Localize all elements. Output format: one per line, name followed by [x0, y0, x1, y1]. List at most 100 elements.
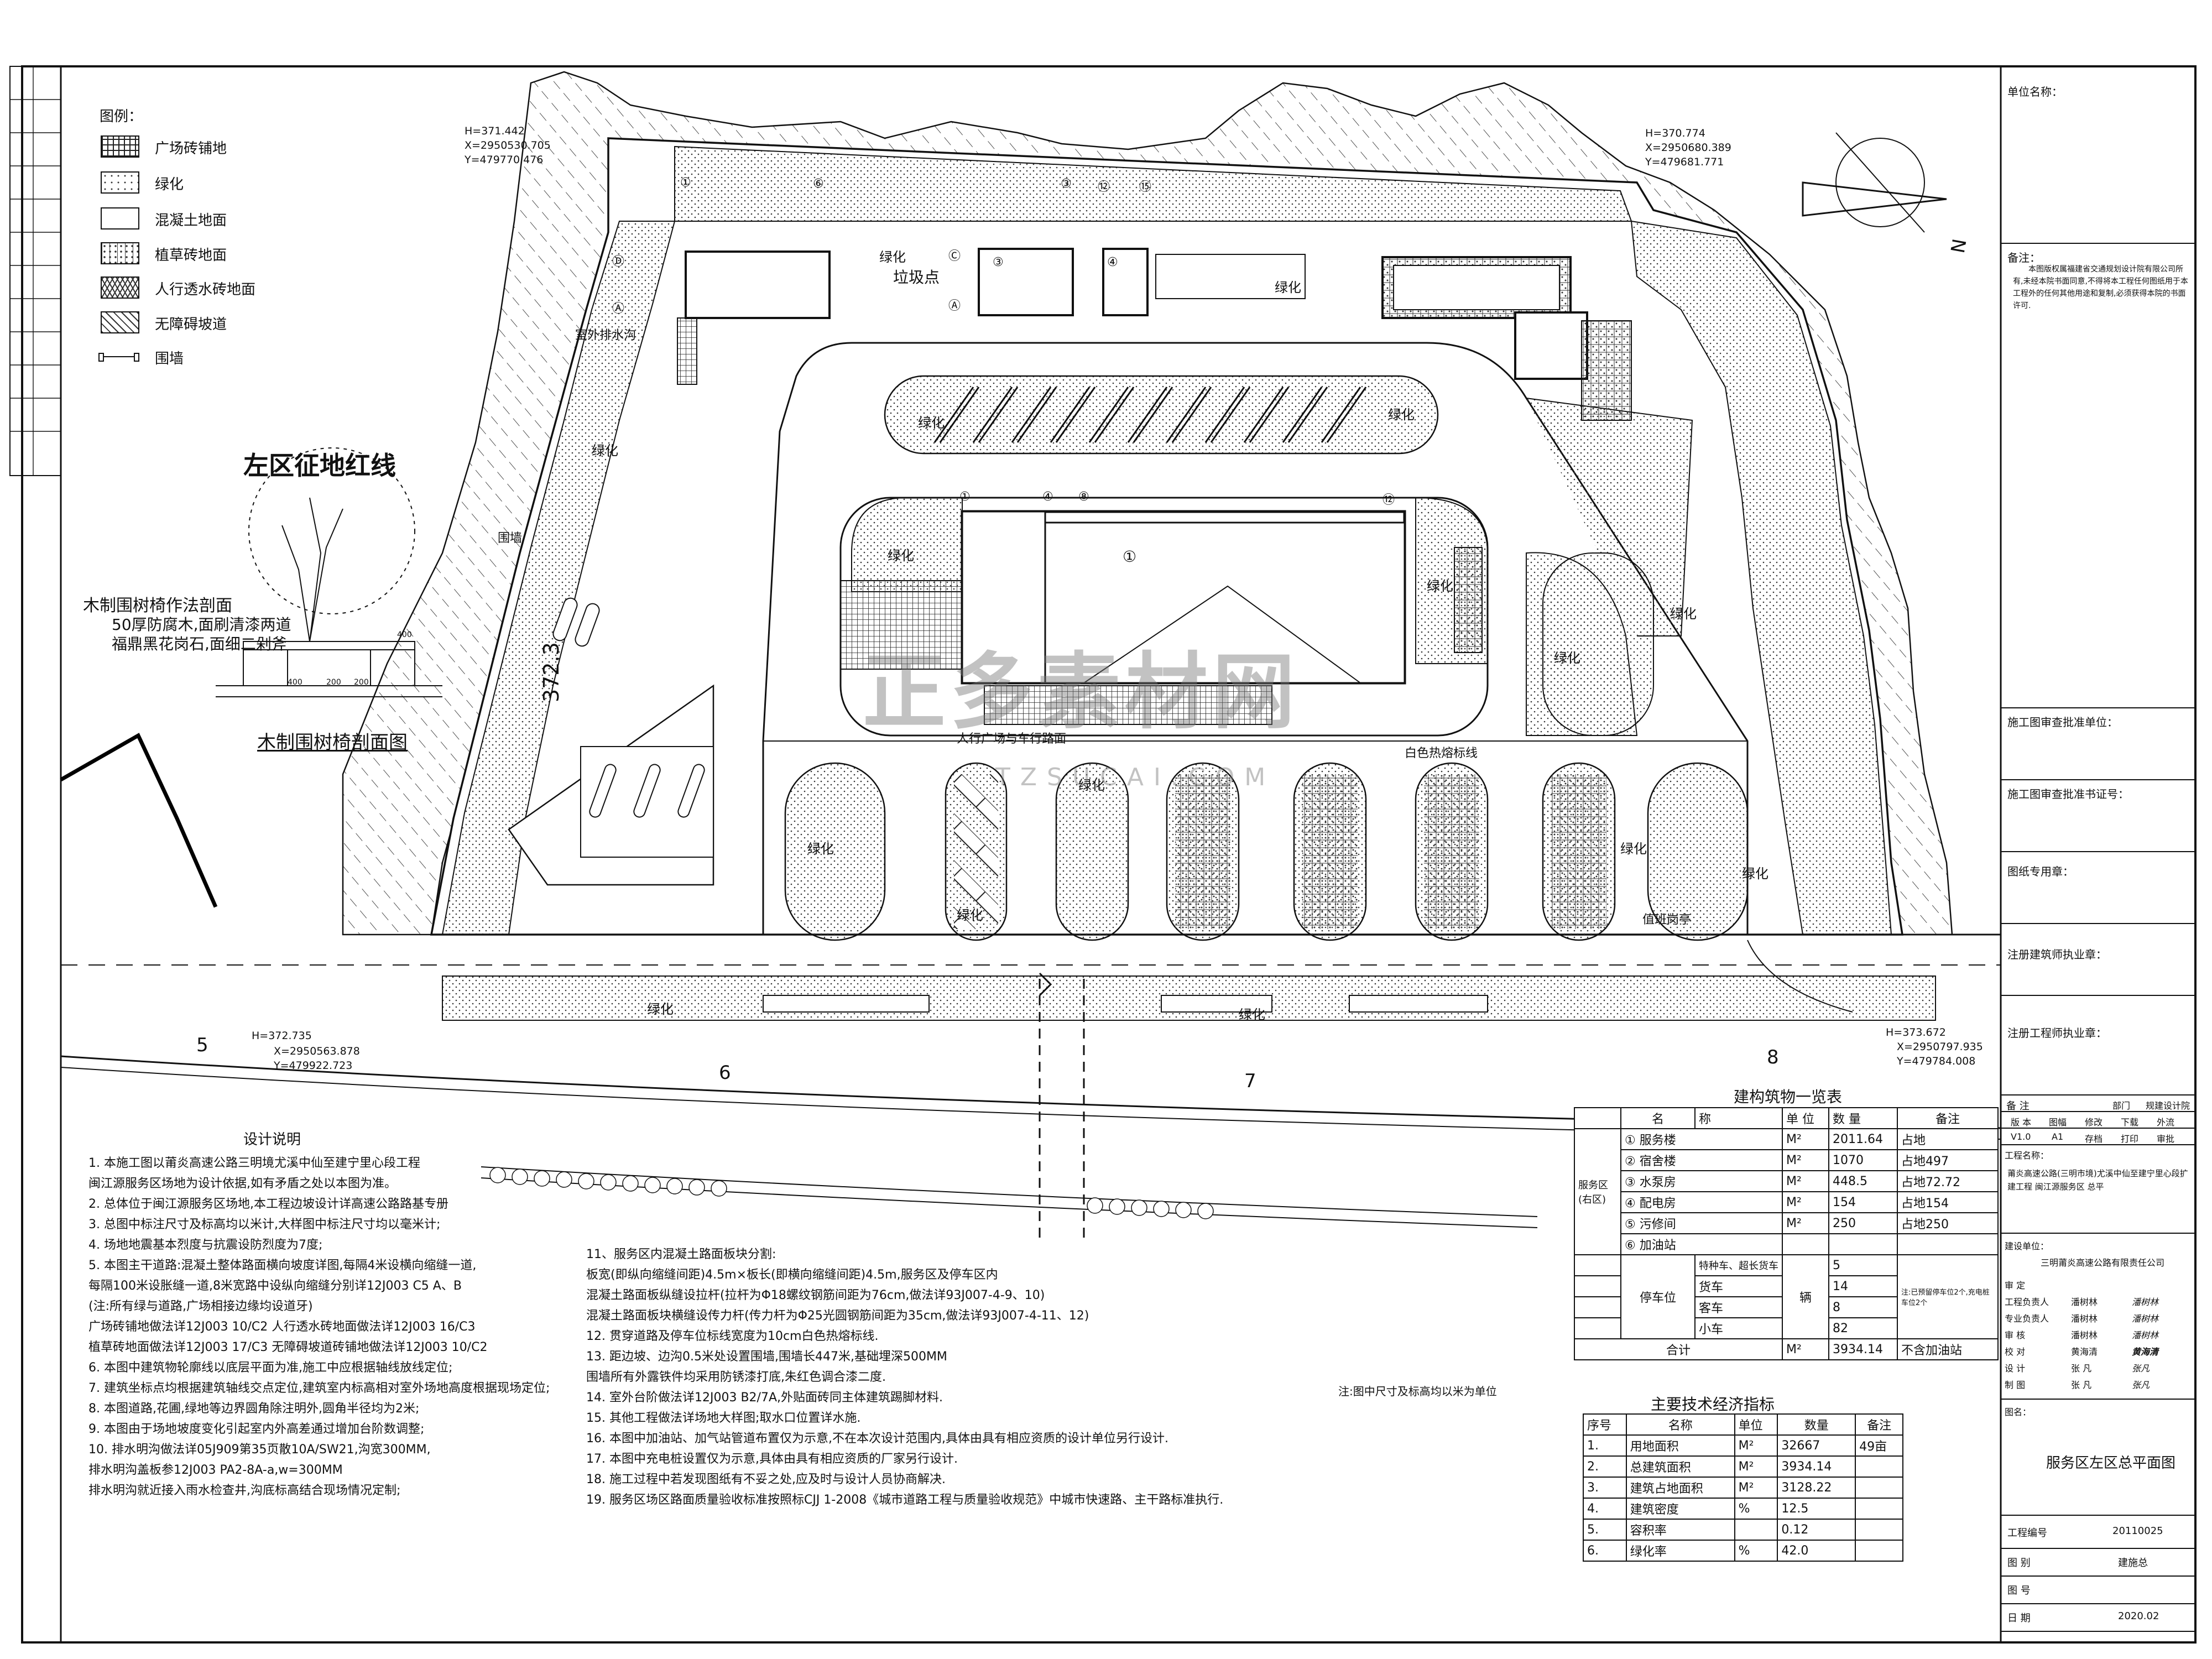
axis-tag: Ⓓ [612, 255, 625, 269]
coord-bl-y: Y=479922.723 [274, 1060, 353, 1072]
legend-swatch-plaza [101, 135, 139, 158]
coord-tl-x: X=2950530.705 [465, 139, 551, 152]
green-island-hatch [933, 387, 1367, 443]
coord-br-x: X=2950797.935 [1897, 1041, 1983, 1053]
note-line: 12. 贯穿道路及停车位标线宽度为10cm白色热熔标线. [586, 1329, 879, 1343]
axis-tag: ① [680, 176, 691, 190]
axis-tag: Ⓒ [948, 249, 961, 263]
legend-swatch-wall [101, 356, 137, 357]
bt-parking-qty: 5 [1828, 1254, 1898, 1276]
bt-parking-type: 货车 [1694, 1275, 1783, 1297]
tb-memo-label: 备 注 [2006, 1100, 2030, 1112]
tt-header: 单位 [1734, 1413, 1778, 1436]
tt-note [1855, 1455, 1903, 1478]
coord-tr-h: H=370.774 [1645, 127, 1705, 139]
legend-swatch-green [101, 171, 139, 194]
green-label: 绿化 [1427, 578, 1453, 594]
tb-signature: 潘树林 [2132, 1313, 2159, 1324]
bench-dim: 400 [288, 678, 302, 687]
tt-qty: 12.5 [1777, 1498, 1856, 1520]
tb-role: 设 计 [2005, 1363, 2026, 1374]
bt-unit: M² [1782, 1212, 1829, 1234]
green-label: 绿化 [647, 1001, 674, 1017]
tt-header: 备注 [1855, 1413, 1903, 1436]
axis-tag: ⑥ [813, 177, 824, 191]
outdoor-drain-label: 室外排水沟 [575, 328, 637, 342]
bt-qty: 448.5 [1828, 1170, 1898, 1192]
station-mark: 6 [719, 1062, 731, 1084]
tb-sign-row: 设 计张 凡张凡 [2005, 1360, 2193, 1377]
elevation-box-label: 372.3 [539, 642, 564, 702]
tt-name: 建筑占地面积 [1625, 1477, 1735, 1499]
coord-tl-h: H=371.442 [465, 125, 525, 137]
bt-parking-note: 注:已预留停车位2个,充电桩车位2个 [1897, 1254, 1999, 1339]
bt-note: 占地 [1897, 1128, 1999, 1150]
tb-sign-row: 专业负责人潘树林潘树林 [2005, 1311, 2193, 1327]
bt-parking-qty: 8 [1828, 1296, 1898, 1318]
tt-header: 数量 [1777, 1413, 1856, 1436]
bt-empty [1574, 1296, 1621, 1318]
parking-islands [784, 762, 1749, 941]
building-number: ① [1123, 547, 1137, 566]
note-line: 排水明沟盖板参12J003 PA2-8A-a,w=300MM [88, 1463, 343, 1477]
bt-qty: 154 [1828, 1191, 1898, 1213]
bt-parking-type: 小车 [1694, 1317, 1783, 1339]
note-line: 板宽(即纵向缩缝间距)4.5m×板长(即横向缩缝间距)4.5m,服务区及停车区内 [586, 1268, 998, 1282]
legend-title: 图例： [100, 108, 143, 125]
tt-name: 建筑密度 [1625, 1498, 1735, 1520]
tt-note [1855, 1519, 1903, 1541]
green-label: 绿化 [918, 415, 945, 431]
legend-label-wall: 围墙 [155, 351, 184, 367]
tt-unit: % [1734, 1498, 1778, 1520]
green-label: 绿化 [879, 249, 906, 265]
tt-unit: % [1734, 1540, 1778, 1562]
tb-role: 校 对 [2005, 1347, 2026, 1357]
tt-qty: 3128.22 [1777, 1477, 1856, 1499]
tb-project-no: 20110025 [2112, 1525, 2163, 1537]
note-line: (注:所有绿与道路,广场相接边缘均设道牙) [88, 1300, 313, 1313]
coord-bl-x: X=2950563.878 [274, 1045, 360, 1057]
note-line: 植草砖地面做法详12J003 17/C3 无障碍坡道砖铺地做法详12J003 1… [88, 1340, 488, 1354]
tb-dept: 部门 [2112, 1100, 2131, 1111]
tt-unit: M² [1734, 1477, 1778, 1499]
bt-header: 备注 [1897, 1107, 1999, 1129]
tech-table-title: 主要技术经济指标 [1651, 1395, 1775, 1413]
green-label: 绿化 [888, 548, 914, 564]
bench-note-title: 木制围树椅作法剖面 [83, 596, 232, 615]
tb-project-no-label: 工程编号 [2007, 1527, 2047, 1539]
bt-note: 占地497 [1897, 1149, 1999, 1171]
axis-tag: ③ [1061, 177, 1072, 191]
bench-note-stone: 福鼎黑花岗石,面细二剁斧 [112, 635, 287, 653]
tb-role: 专业负责人 [2005, 1313, 2049, 1324]
tb-client-label: 建设单位： [2005, 1241, 2049, 1251]
bt-name: ⑤ 污修间 [1620, 1212, 1783, 1234]
tb-date: 2020.02 [2118, 1610, 2159, 1622]
white-line-label: 白色热熔标线 [1405, 747, 1478, 760]
notes-block: 1. 本施工图以莆炎高速公路三明境尤溪中仙至建宁里心段工程 闽江源服务区场地为设… [88, 1153, 550, 1501]
green-label: 绿化 [1742, 866, 1768, 881]
note-line: 围墙所有外露铁件均采用防锈漆打底,朱红色调合漆二度. [586, 1370, 886, 1384]
note-line: 16. 本图中加油站、加气站管道布置仅为示意,不在本次设计范围内,具体由具有相应… [586, 1432, 1168, 1446]
green-label: 绿化 [1388, 407, 1415, 422]
tt-name: 总建筑面积 [1625, 1455, 1735, 1478]
tt-no: 3. [1583, 1477, 1627, 1499]
buildings-table-title: 建构筑物一览表 [1734, 1088, 1843, 1106]
tb-approve-cert: 施工图审查批准书证号： [2007, 787, 2129, 801]
tb-signature: 黄海清 [2132, 1347, 2159, 1357]
tb-ver-h: 修改 [2085, 1117, 2103, 1128]
tt-qty: 32667 [1777, 1434, 1856, 1457]
bt-note [1897, 1233, 1999, 1255]
tb-person: 潘树林 [2071, 1330, 2098, 1340]
bt-empty [1574, 1317, 1621, 1339]
green-label: 绿化 [957, 907, 983, 923]
bt-name: ④ 配电房 [1620, 1191, 1783, 1213]
bt-note: 占地250 [1897, 1212, 1999, 1234]
bt-header: 名 [1620, 1107, 1695, 1129]
note-line: 闽江源服务区场地为设计依据,如有矛盾之处以本图为准。 [88, 1177, 397, 1191]
tt-no: 5. [1583, 1519, 1627, 1541]
tb-project-label: 工程名称： [2005, 1150, 2049, 1161]
note-line: 混凝土路面板纵缝设拉杆(拉杆为Φ18螺纹钢筋间距为76cm,做法详93J007-… [586, 1288, 1045, 1302]
bt-header: 数 量 [1828, 1107, 1898, 1129]
tb-signature: 潘树林 [2132, 1297, 2159, 1307]
bt-name: ③ 水泵房 [1620, 1170, 1783, 1192]
